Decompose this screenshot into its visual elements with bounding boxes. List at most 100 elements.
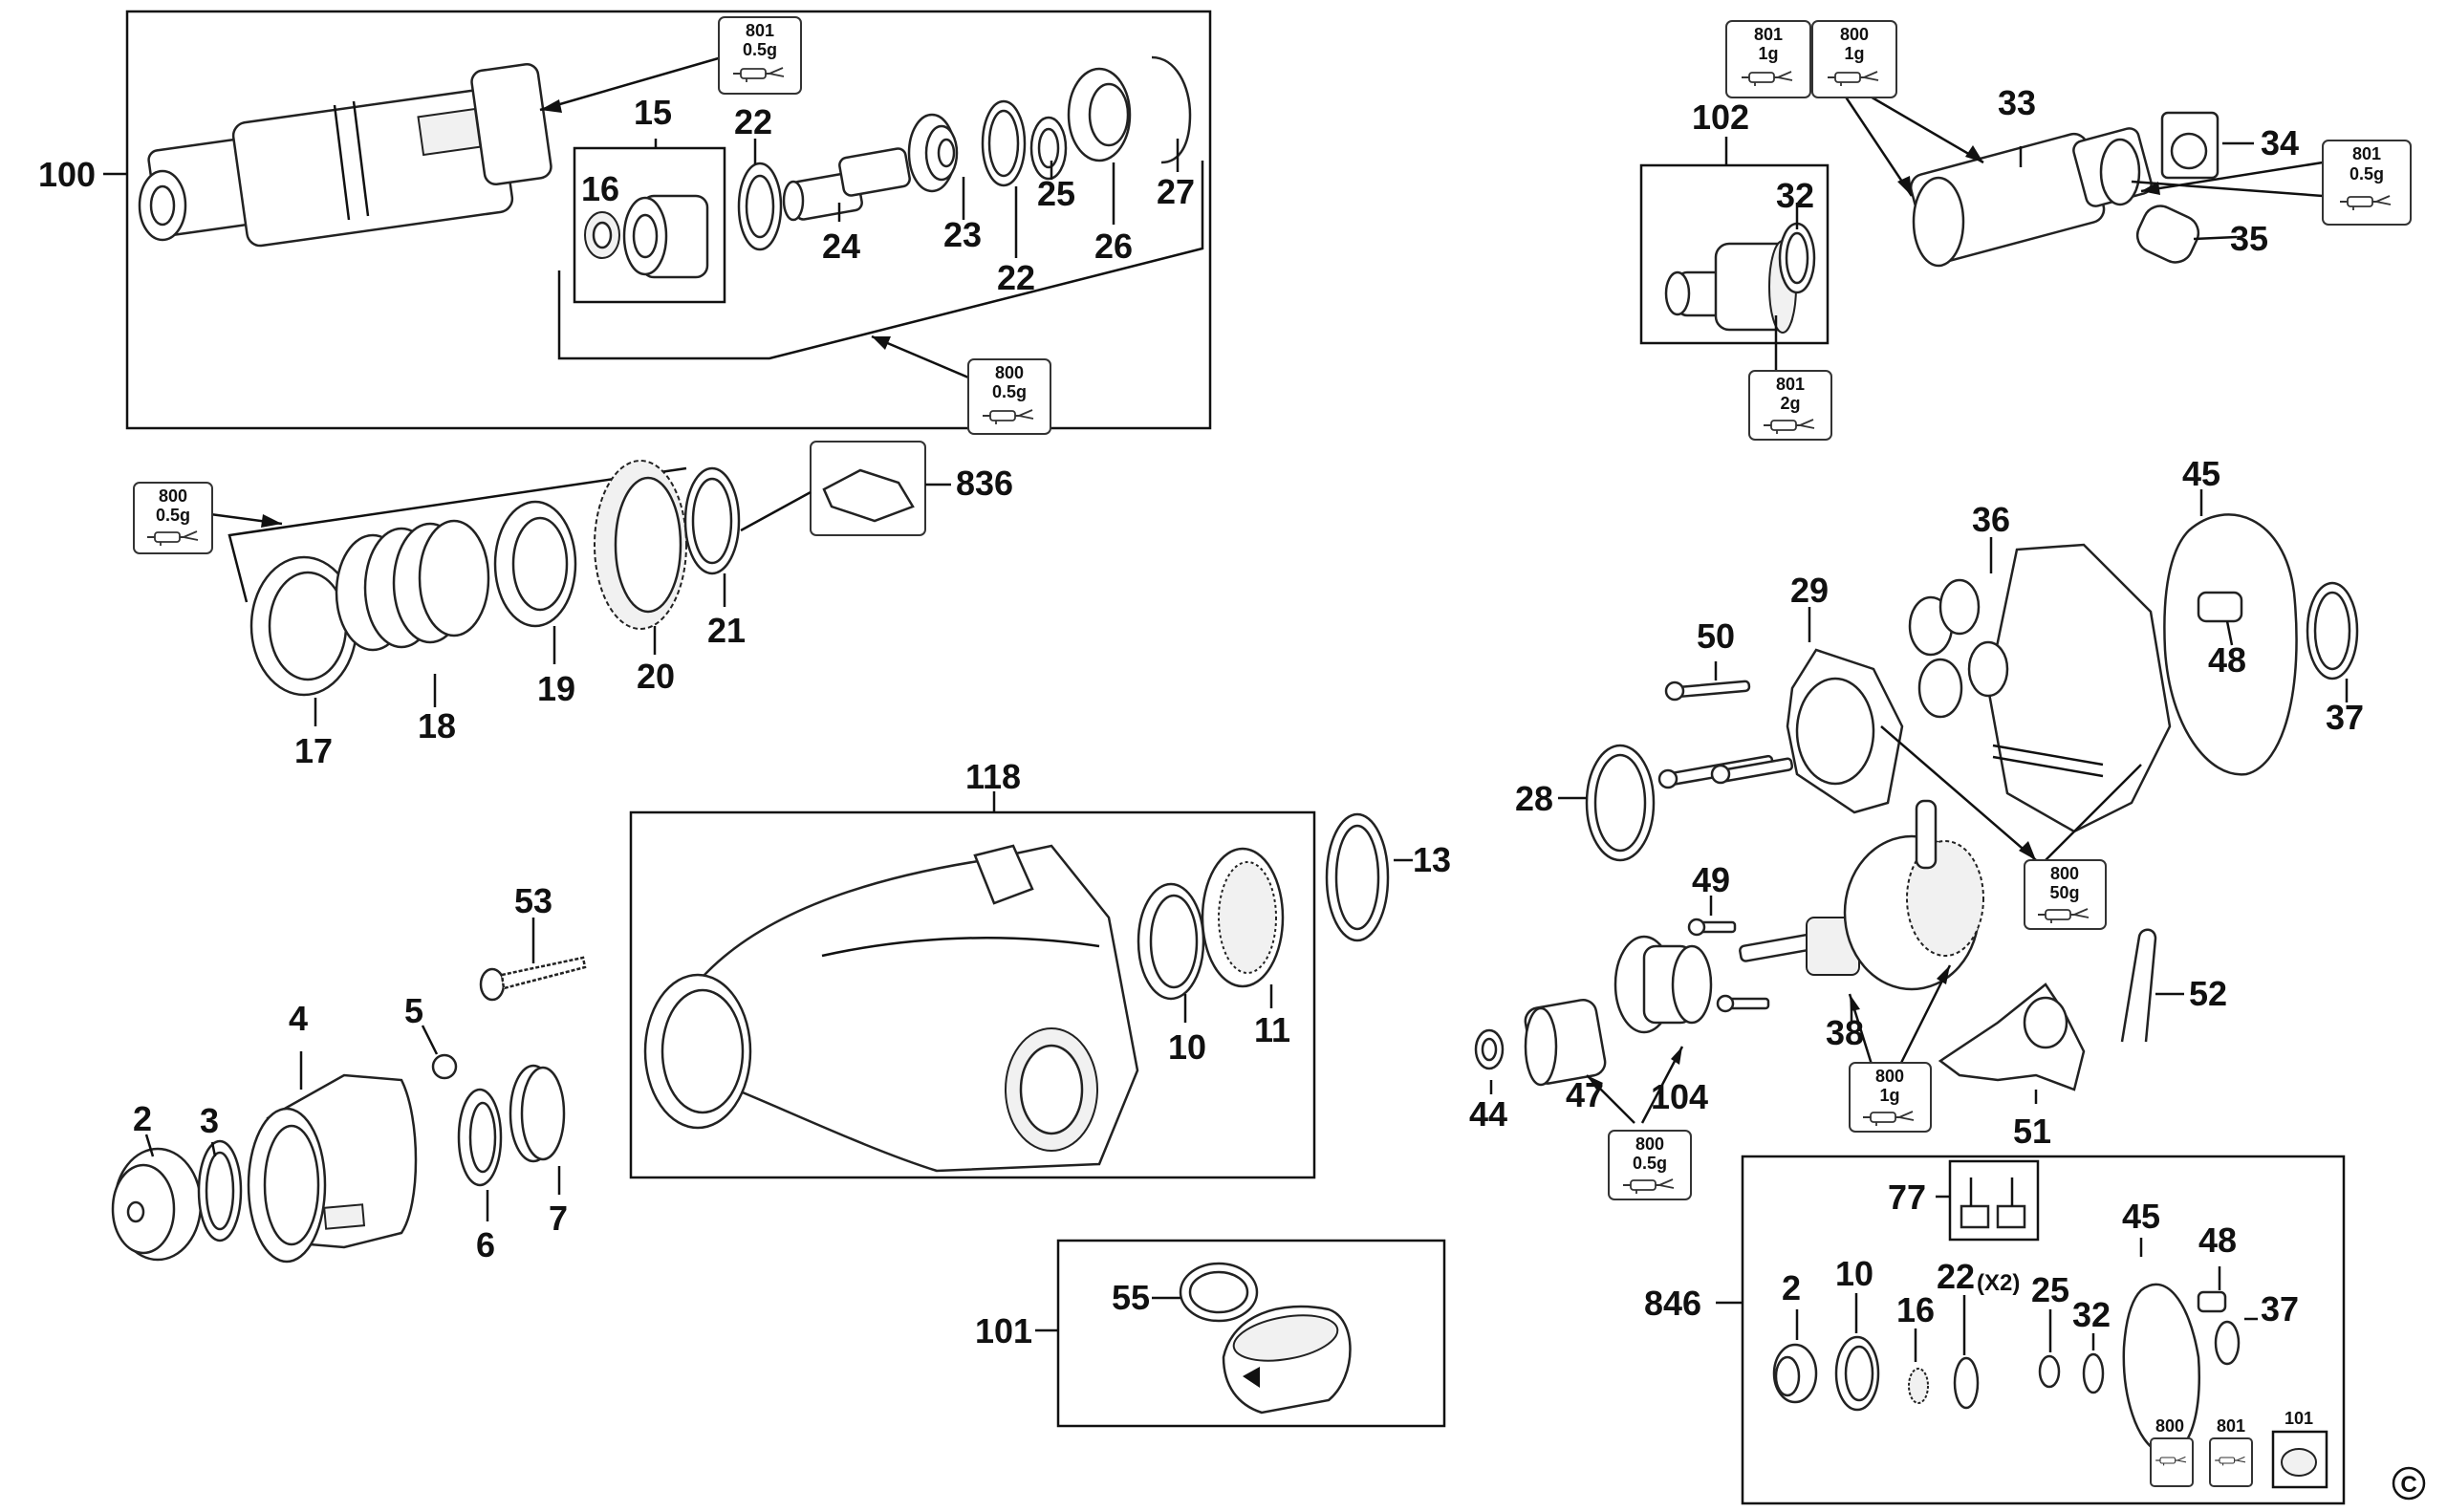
label-3: 3 xyxy=(200,1101,219,1140)
label-15: 15 xyxy=(634,93,672,132)
label-7: 7 xyxy=(549,1199,568,1238)
part-836-frame xyxy=(810,441,926,536)
assembly-118: 118 13 10 11 xyxy=(629,757,1451,1179)
label-10: 10 xyxy=(1168,1027,1206,1067)
part-5-ball xyxy=(431,1053,458,1080)
part-50-screws xyxy=(1657,680,1794,789)
svg-text:800: 800 xyxy=(2050,864,2079,883)
part-38-shaft xyxy=(1739,799,1984,991)
kit-part-25 xyxy=(2038,1354,2061,1389)
part-34-bracket xyxy=(2160,111,2220,180)
part-25-ring xyxy=(1029,116,1068,181)
label-38: 38 xyxy=(1826,1013,1864,1052)
svg-text:50g: 50g xyxy=(2049,883,2079,902)
label-16: 16 xyxy=(581,169,619,208)
part-26-bearing xyxy=(1067,67,1132,162)
svg-text:801: 801 xyxy=(746,21,774,40)
label-100: 100 xyxy=(38,155,96,194)
label-kit-48: 48 xyxy=(2198,1220,2237,1260)
part-48-pin xyxy=(2197,591,2243,623)
label-27: 27 xyxy=(1157,172,1195,211)
assembly-33: 33 34 35 801 1g 800 1g 801 0.5g 801 2g xyxy=(1725,20,2412,441)
label-kit-45: 45 xyxy=(2122,1197,2160,1236)
grease-tag-g4: 800 1g xyxy=(1811,20,1897,98)
label-101: 101 xyxy=(975,1311,1032,1350)
svg-text:800: 800 xyxy=(1875,1067,1904,1086)
gearbox-group: 45 36 29 50 48 37 28 49 52 38 44 47 104 … xyxy=(1469,454,2364,1200)
grease-tag-g7: 800 0.5g xyxy=(133,482,213,554)
label-kit-22: 22 xyxy=(1937,1257,1975,1296)
label-11: 11 xyxy=(1254,1010,1290,1049)
label-17: 17 xyxy=(294,731,333,770)
label-29: 29 xyxy=(1790,571,1829,610)
part-4-sleeve xyxy=(247,1073,418,1264)
assembly-100-frame xyxy=(125,10,1212,430)
part-101-knob xyxy=(1222,1305,1352,1415)
svg-text:101: 101 xyxy=(2285,1409,2313,1428)
svg-text:800: 800 xyxy=(159,486,187,506)
label-26: 26 xyxy=(1094,227,1133,266)
label-37: 37 xyxy=(2326,698,2364,737)
label-kit-10: 10 xyxy=(1835,1254,1873,1293)
label-28: 28 xyxy=(1515,779,1553,818)
grease-tag-g9: 800 1g xyxy=(1849,1062,1932,1133)
label-102: 102 xyxy=(1692,97,1749,137)
kit-part-37 xyxy=(2214,1320,2241,1366)
label-846: 846 xyxy=(1644,1284,1701,1323)
svg-text:0.5g: 0.5g xyxy=(156,506,190,525)
svg-text:C: C xyxy=(2400,1472,2416,1498)
kit-part-2 xyxy=(1772,1343,1818,1404)
svg-text:800: 800 xyxy=(995,363,1024,382)
kit-tag-801: 801 xyxy=(2209,1416,2253,1487)
kit-part-22 xyxy=(1953,1356,1980,1410)
label-52: 52 xyxy=(2189,974,2227,1013)
label-45: 45 xyxy=(2182,454,2220,493)
label-2: 2 xyxy=(133,1099,152,1138)
svg-text:801: 801 xyxy=(1776,375,1805,394)
kit-part-10 xyxy=(1834,1335,1880,1412)
svg-text:0.5g: 0.5g xyxy=(743,40,777,59)
kit-part-48 xyxy=(2197,1290,2227,1313)
part-118-housing xyxy=(643,844,1139,1173)
label-22-top: 22 xyxy=(734,102,772,141)
grease-tag-g8: 800 50g xyxy=(2024,859,2107,930)
clutch-group: 800 0.5g 836 xyxy=(133,441,1013,770)
label-104: 104 xyxy=(1651,1077,1708,1116)
svg-text:801: 801 xyxy=(1754,25,1783,44)
label-18: 18 xyxy=(418,706,456,745)
assembly-100: 100 15 16 22 24 23 22 25 26 27 801 0.5g … xyxy=(38,10,1212,435)
label-50: 50 xyxy=(1697,616,1735,656)
part-51-bracket xyxy=(1938,983,2086,1091)
label-kit-16: 16 xyxy=(1896,1290,1935,1329)
part-104-clutch xyxy=(1613,935,1713,1034)
part-24-pin xyxy=(782,147,911,222)
label-19: 19 xyxy=(537,669,575,708)
svg-text:800: 800 xyxy=(2155,1416,2184,1436)
kit-tag-800: 800 xyxy=(2150,1416,2194,1487)
svg-text:800: 800 xyxy=(1840,25,1869,44)
label-53: 53 xyxy=(514,881,552,920)
svg-text:2g: 2g xyxy=(1780,394,1800,413)
part-15-frame xyxy=(573,146,726,304)
label-36: 36 xyxy=(1972,500,2010,539)
label-24: 24 xyxy=(822,227,860,266)
part-33-cylinder xyxy=(1909,127,2153,268)
label-836: 836 xyxy=(956,464,1013,503)
label-55: 55 xyxy=(1112,1278,1150,1317)
part-15-bushing xyxy=(622,194,709,279)
assembly-101-frame xyxy=(1056,1239,1446,1428)
label-kit-2: 2 xyxy=(1782,1268,1801,1307)
label-kit-37: 37 xyxy=(2261,1289,2299,1328)
part-7-spring xyxy=(509,1064,566,1163)
assembly-101: 101 55 xyxy=(975,1239,1446,1428)
label-kit-25: 25 xyxy=(2031,1270,2069,1309)
label-32: 32 xyxy=(1776,176,1814,215)
svg-text:1g: 1g xyxy=(1844,44,1864,63)
part-47-gear xyxy=(1524,998,1607,1087)
grease-tag-g1: 801 0.5g xyxy=(718,16,802,95)
part-18-spring xyxy=(335,519,490,652)
label-kit-22-qty: (X2) xyxy=(1977,1270,2020,1296)
part-29-flange xyxy=(1786,648,1904,814)
part-20-gear xyxy=(594,460,687,630)
assembly-118-frame xyxy=(629,810,1316,1179)
